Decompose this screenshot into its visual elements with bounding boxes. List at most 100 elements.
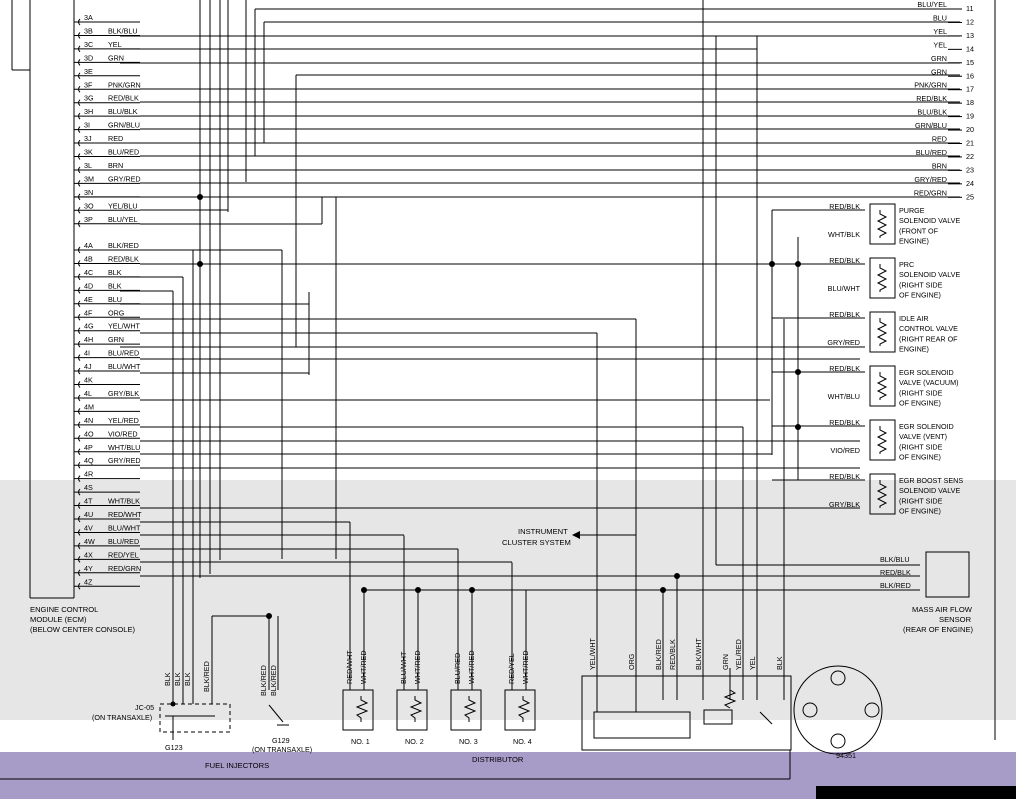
ground-jc05: BLK BLK BLK BLK/RED JC-05 (ON TRANSAXLE)… (92, 250, 279, 752)
ecm-pin-id: 3I (84, 121, 90, 130)
right-wire-number: 17 (966, 85, 974, 94)
solenoid-wire-1: RED/BLK (829, 202, 860, 211)
ecm-pin-id: 3N (84, 188, 93, 197)
ecm-pin-id: 4C (84, 268, 93, 277)
ecm-pin-id: 4L (84, 389, 92, 398)
distributor-wire-label: BLK/WHT (694, 637, 703, 670)
ecm-wire-runs (74, 35, 960, 577)
ecm-pin-wire: GRN/BLU (108, 121, 140, 130)
solenoid-wire-2: BLU/WHT (828, 284, 861, 293)
ecm-pin-wire: BLK/BLU (108, 26, 138, 35)
instrument-cluster: INSTRUMENT CLUSTER SYSTEM (502, 527, 636, 547)
ecm-pin-wire: BLU/RED (108, 537, 139, 546)
ecm-pin-id: 4T (84, 497, 93, 506)
ecm-pin-id: 4V (84, 523, 93, 532)
bottom-black-bar (816, 786, 1016, 799)
solenoid-label: VALVE (VENT) (899, 432, 947, 441)
solenoid-body (869, 365, 896, 407)
ecm-pin-id: 4G (84, 322, 94, 331)
injector-body (504, 689, 536, 731)
maf-label-1: MASS AIR FLOW (912, 605, 973, 614)
ecm-pin-id: 4H (84, 335, 93, 344)
jc-wire-3: BLK (183, 672, 192, 686)
ecm-pin-id: 3F (84, 80, 93, 89)
ecm-pin-id: 4R (84, 470, 93, 479)
ecm-pin-wire: BRN (108, 161, 123, 170)
solenoid-label: OF ENGINE) (899, 399, 941, 408)
injector-wire-2: WHT/RED (359, 650, 368, 684)
injector-label: NO. 1 (351, 737, 370, 746)
solenoid-label: EGR BOOST SENS (899, 476, 963, 485)
injector-body (450, 689, 482, 731)
solenoid-label: OF ENGINE) (899, 453, 941, 462)
solenoid-label: SOLENOID VALVE (899, 270, 960, 279)
solenoid-label: PRC (899, 260, 914, 269)
right-wire-color: RED (932, 135, 947, 144)
ecm-pin-id: 3G (84, 94, 94, 103)
ecm-pin-wire: RED/YEL (108, 550, 139, 559)
right-wire-color: PNK/GRN (914, 81, 947, 90)
ecm-label-3: (BELOW CENTER CONSOLE) (30, 625, 136, 634)
solenoid-label: (RIGHT SIDE (899, 388, 943, 397)
ecm-pin-wire: BLU/WHT (108, 362, 141, 371)
right-wire-color: GRY/RED (914, 175, 947, 184)
solenoid-label: VALVE (VACUUM) (899, 378, 959, 387)
coil-icon (876, 426, 888, 454)
ecm-pin-wire: RED (108, 134, 123, 143)
maf-sensor: BLK/BLU RED/BLK BLK/RED MASS AIR FLOW SE… (662, 551, 974, 680)
g129-label-2: (ON TRANSAXLE) (252, 745, 312, 754)
g123-label: G123 (165, 743, 183, 752)
right-wire-number: 14 (966, 44, 974, 53)
solenoid-label: EGR SOLENOID (899, 422, 954, 431)
distributor-wire-label: YEL (748, 656, 757, 670)
solenoid-label: (RIGHT REAR OF (899, 334, 958, 343)
distributor-wire-label: YEL/WHT (588, 637, 597, 670)
injector-body (342, 689, 374, 731)
right-wire-color: BRN (932, 161, 947, 170)
right-wire-color: GRN/BLU (915, 121, 947, 130)
injector-wire-1: BLU/RED (453, 653, 462, 684)
ecm-pin-id: 3O (84, 201, 94, 210)
distributor-wire-label: BLK (775, 656, 784, 670)
ecm-pin-id: 3E (84, 67, 93, 76)
ecm-pin-wire: YEL (108, 40, 122, 49)
ecm-pin-wire: RED/WHT (108, 510, 142, 519)
solenoid-wire-2: WHT/BLK (828, 230, 860, 239)
solenoid-wire-1: RED/BLK (829, 310, 860, 319)
ecm-pin-id: 3H (84, 107, 93, 116)
solenoid-wire-2: WHT/BLU (828, 392, 860, 401)
ecm-pin-id: 3B (84, 26, 93, 35)
ecm-pin-wire: YEL/WHT (108, 322, 141, 331)
injector-label: NO. 2 (405, 737, 424, 746)
ecm-pin-id: 4K (84, 376, 93, 385)
solenoid-label: SOLENOID VALVE (899, 216, 960, 225)
distributor-wire-label: GRN (721, 654, 730, 670)
ecm-pin-wire: BLK (108, 281, 122, 290)
solenoid-label: CONTROL VALVE (899, 324, 958, 333)
ecm-pin-id: 4E (84, 295, 93, 304)
right-wire-color: BLU/YEL (917, 0, 947, 9)
coil-icon (409, 696, 423, 722)
solenoid-wire-2: GRY/BLK (829, 500, 860, 509)
fuel-injectors-label: FUEL INJECTORS (205, 761, 269, 770)
solenoid-wire-1: RED/BLK (829, 418, 860, 427)
injector-wire-1: RED/YEL (507, 653, 516, 684)
solenoid-label: ENGINE) (899, 237, 929, 246)
ecm-pin-wire: RED/BLK (108, 254, 139, 263)
ecm-label-1: ENGINE CONTROL (30, 605, 98, 614)
ecm-pin-id: 3J (84, 134, 92, 143)
ecm-pin-wire: GRN (108, 53, 124, 62)
jc-wire-1: BLK (163, 672, 172, 686)
ecm-pin-id: 3A (84, 13, 93, 22)
right-wire-number: 23 (966, 165, 974, 174)
solenoid-label: SOLENOID VALVE (899, 486, 960, 495)
ecm-pin-id: 3M (84, 174, 94, 183)
jc-label-1: JC-05 (135, 703, 154, 712)
ecm-pin-wire: RED/BLK (108, 94, 139, 103)
right-wire-color: BLU/BLK (917, 108, 947, 117)
coil-icon (876, 372, 888, 400)
